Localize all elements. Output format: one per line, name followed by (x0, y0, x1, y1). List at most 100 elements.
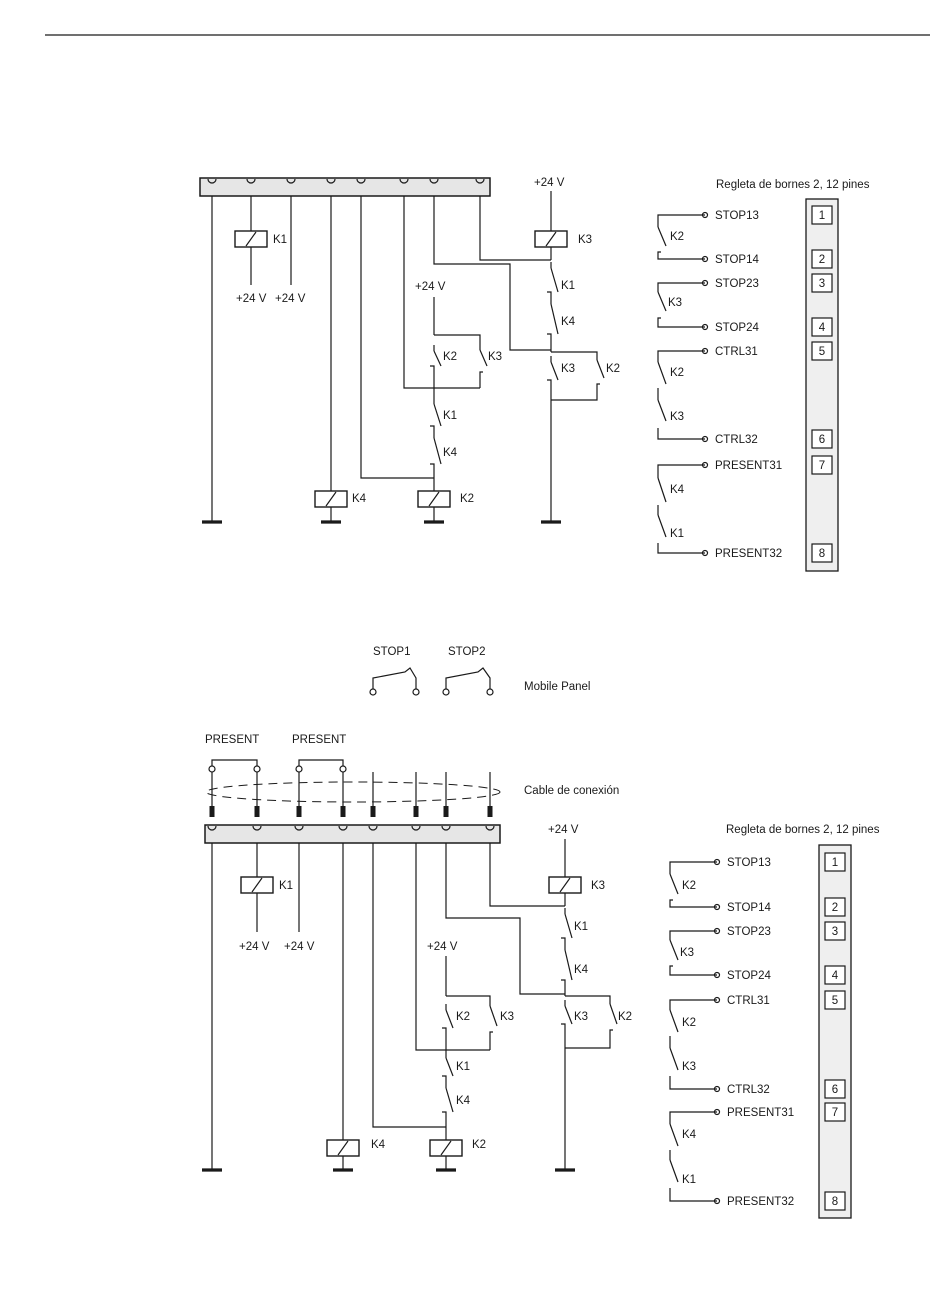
terminal-label: STOP24 (727, 970, 771, 982)
contact-label-k2: K2 (606, 363, 620, 375)
present-label: PRESENT (292, 734, 346, 746)
supply-label: +24 V (415, 281, 446, 293)
supply-label: +24 V (548, 824, 579, 836)
connector-plug (296, 806, 302, 817)
supply-label: +24 V (236, 293, 267, 305)
supply-label: +24 V (275, 293, 306, 305)
wire (657, 317, 705, 328)
wire (298, 759, 344, 766)
wire (669, 965, 717, 976)
supply-label: +24 V (534, 177, 565, 189)
terminal-pin-box (824, 897, 846, 917)
contact-k4-lead (430, 463, 435, 470)
terminal-circle (339, 765, 347, 773)
terminal-pin (207, 825, 217, 831)
contact-label-k3: K3 (682, 1061, 696, 1073)
connector-plug (209, 806, 215, 817)
terminal-pin-number: 7 (832, 1107, 838, 1119)
supply-label: +24 V (284, 941, 315, 953)
coil-label-k4: K4 (352, 493, 367, 505)
wire (479, 371, 483, 388)
wire (669, 930, 717, 940)
terminal-pin-number: 4 (819, 322, 826, 334)
wire (657, 428, 705, 440)
contact-k1-blade (433, 403, 442, 427)
contact-k2-lead (430, 365, 435, 372)
terminal-pin (252, 825, 262, 831)
contact-k1-lead (442, 1075, 447, 1082)
connector-plug (487, 806, 493, 817)
stop1-label: STOP1 (373, 646, 411, 658)
contact-k1-blade (564, 913, 573, 939)
terminal-pin (294, 825, 304, 831)
contact-label-k2: K2 (682, 880, 696, 892)
coil-label-k2: K2 (472, 1139, 486, 1151)
contact-k2-lead (442, 1027, 447, 1034)
contact-label-k3: K3 (670, 411, 684, 423)
wire (433, 196, 551, 351)
wire (657, 251, 705, 260)
contact-k4-blade (669, 1123, 679, 1147)
wire (360, 196, 434, 479)
terminal-circle (369, 688, 377, 696)
terminal-circle (295, 765, 303, 773)
wire (489, 843, 565, 907)
present-label: PRESENT (205, 734, 259, 746)
contact-label-k3: K3 (574, 1011, 588, 1023)
connector-plug (413, 806, 419, 817)
cable-shield (205, 781, 501, 803)
wire (551, 383, 600, 401)
coil-k2-slash (428, 491, 440, 507)
contact-k4-blade (564, 949, 573, 981)
coil-k1-slash (251, 877, 263, 893)
terminal-pin-box (824, 1102, 846, 1122)
terminal-pin (411, 825, 421, 831)
coil-label-k1: K1 (273, 234, 287, 246)
contact-label-k1: K1 (443, 410, 457, 422)
coil-label-k3: K3 (578, 234, 592, 246)
stop2-label: STOP2 (448, 646, 486, 658)
wire (403, 196, 480, 389)
terminal-pin (475, 178, 485, 184)
coil-label-k3: K3 (591, 880, 605, 892)
contact-label-k1: K1 (561, 280, 575, 292)
terminal-label: STOP13 (715, 210, 759, 222)
contact-label-k4: K4 (443, 447, 458, 459)
contact-k4-blade (550, 303, 559, 335)
wire (657, 543, 705, 554)
terminal-label: CTRL32 (727, 1084, 770, 1096)
contact-label-k2: K2 (670, 367, 684, 379)
contact-k2-blade (445, 1009, 454, 1029)
terminal-label: PRESENT32 (715, 548, 782, 560)
wire (434, 334, 481, 350)
wire (479, 196, 551, 261)
coil-label-k4: K4 (371, 1139, 386, 1151)
terminal-pin (326, 178, 336, 184)
contact-k4-blade (657, 477, 667, 503)
contact-k3-lead (561, 1023, 566, 1030)
terminal-label: CTRL31 (727, 995, 770, 1007)
contact-k3-lead (547, 379, 552, 386)
terminal-label: STOP14 (715, 254, 759, 266)
terminal-label: STOP14 (727, 902, 771, 914)
contact-label-k2: K2 (670, 231, 684, 243)
terminal-label: PRESENT31 (727, 1107, 794, 1119)
terminal-pin-number: 3 (819, 278, 825, 290)
connector-plug (370, 806, 376, 817)
wire (445, 843, 565, 995)
contact-label-k2: K2 (443, 351, 457, 363)
terminal-pin-number: 5 (819, 346, 825, 358)
contact-k3-blade (489, 1005, 498, 1027)
contact-label-k1: K1 (682, 1174, 696, 1186)
connector-plug (340, 806, 346, 817)
contact-label-k3: K3 (561, 363, 575, 375)
terminal-circle (486, 688, 494, 696)
terminal-pin-number: 8 (832, 1196, 838, 1208)
terminal-bar (204, 824, 501, 844)
contact-k2-blade (657, 226, 667, 247)
contact-label-k4: K4 (456, 1095, 471, 1107)
terminal-pin (485, 825, 495, 831)
contact-k3-blade (479, 349, 488, 367)
